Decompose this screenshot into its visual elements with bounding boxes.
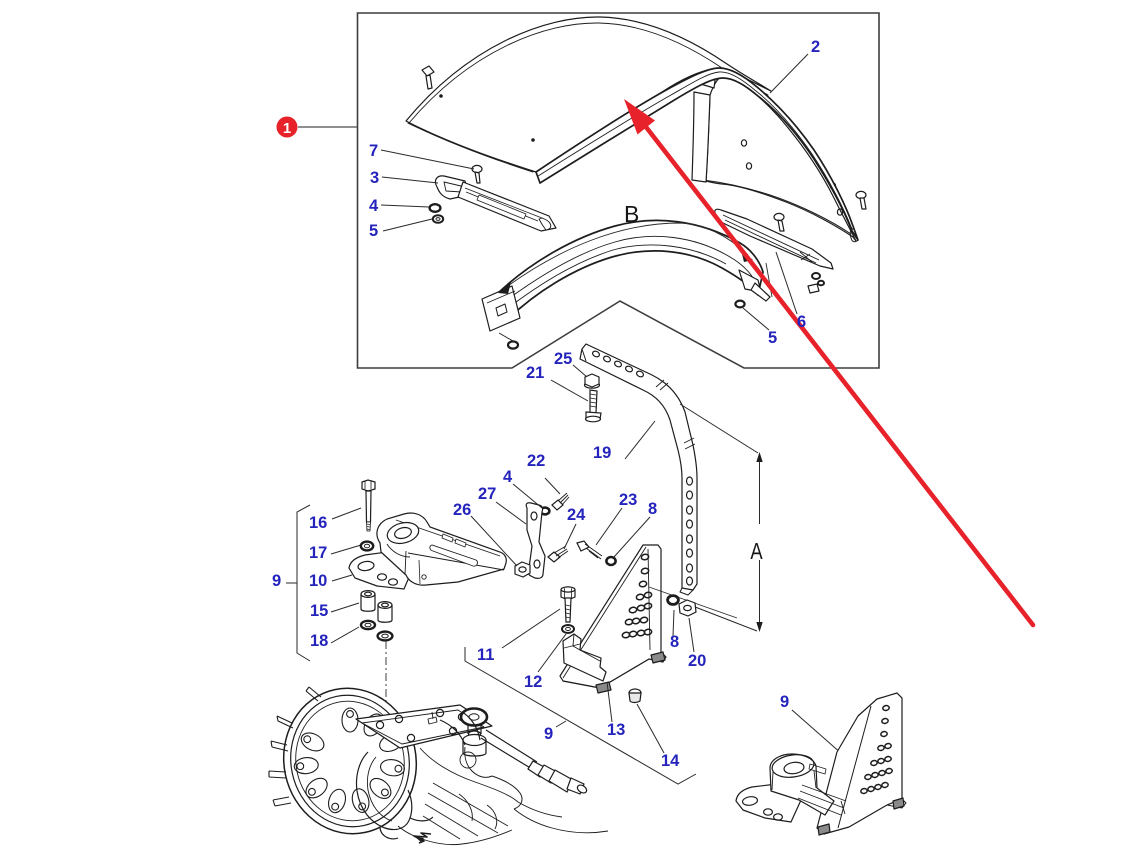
svg-text:24: 24 xyxy=(567,506,586,524)
svg-text:5: 5 xyxy=(768,329,777,347)
svg-text:27: 27 xyxy=(478,485,496,503)
svg-text:1: 1 xyxy=(283,120,291,137)
svg-text:11: 11 xyxy=(477,646,494,664)
svg-text:13: 13 xyxy=(607,721,625,739)
svg-text:22: 22 xyxy=(527,452,545,470)
svg-text:15: 15 xyxy=(310,602,328,620)
svg-text:25: 25 xyxy=(554,350,572,368)
svg-text:8: 8 xyxy=(648,500,657,518)
svg-text:26: 26 xyxy=(453,501,471,519)
svg-text:4: 4 xyxy=(369,197,379,215)
svg-text:A: A xyxy=(750,539,762,564)
svg-text:2: 2 xyxy=(811,38,820,56)
svg-text:23: 23 xyxy=(619,491,637,509)
svg-text:20: 20 xyxy=(688,652,706,670)
svg-text:17: 17 xyxy=(309,544,327,562)
svg-text:16: 16 xyxy=(309,514,327,532)
svg-text:7: 7 xyxy=(369,142,378,160)
svg-text:4: 4 xyxy=(503,468,513,486)
svg-text:21: 21 xyxy=(526,364,544,382)
svg-text:12: 12 xyxy=(524,673,542,691)
svg-text:9: 9 xyxy=(780,693,789,711)
svg-text:8: 8 xyxy=(670,633,679,651)
svg-text:18: 18 xyxy=(310,632,328,650)
svg-text:5: 5 xyxy=(369,222,378,240)
svg-text:10: 10 xyxy=(309,572,327,590)
svg-text:3: 3 xyxy=(370,169,379,187)
svg-text:9: 9 xyxy=(272,572,281,590)
svg-text:9: 9 xyxy=(544,725,553,743)
svg-text:19: 19 xyxy=(593,444,611,462)
svg-text:B: B xyxy=(624,201,639,227)
svg-text:14: 14 xyxy=(661,752,680,770)
svg-text:6: 6 xyxy=(797,313,806,331)
